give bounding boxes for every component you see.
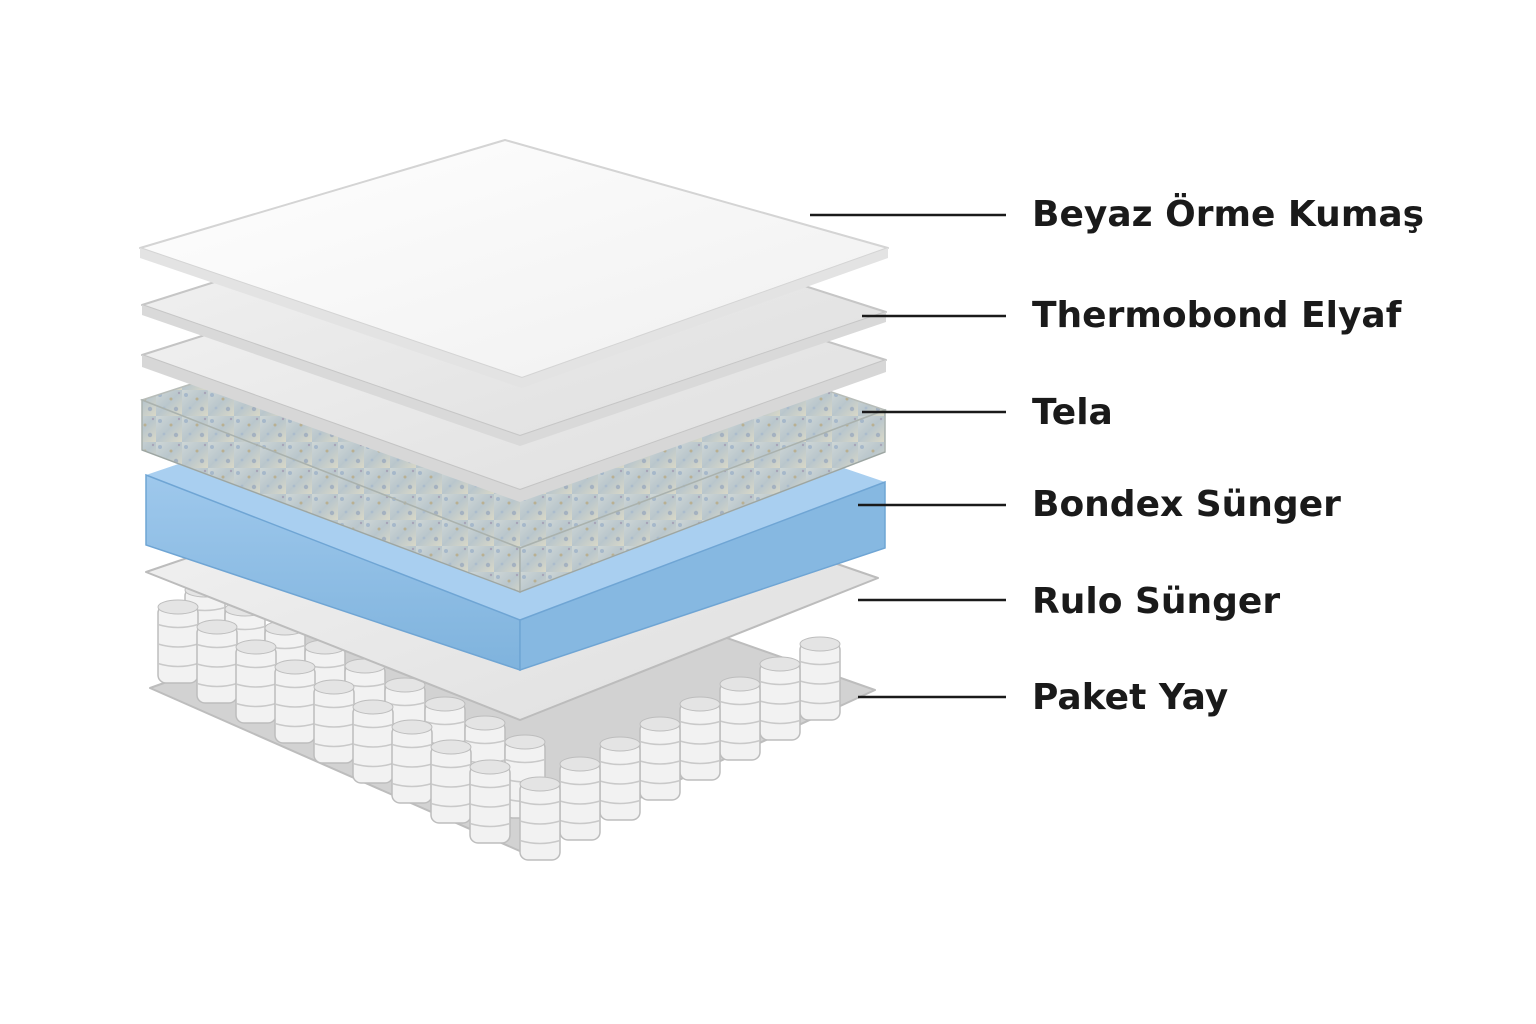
label-rulo-sunger: Rulo Sünger <box>1032 581 1280 622</box>
label-tela: Tela <box>1032 392 1113 433</box>
pocket-spring <box>519 776 561 861</box>
pocket-spring <box>391 719 433 804</box>
pocket-spring <box>679 696 721 781</box>
pocket-spring <box>799 636 841 721</box>
pocket-spring <box>639 716 681 801</box>
layer-labels: Beyaz Örme Kumaş Thermobond Elyaf Tela B… <box>1032 193 1424 718</box>
leader-lines <box>810 213 1006 699</box>
pocket-spring <box>157 599 199 684</box>
pocket-spring <box>235 639 277 724</box>
pocket-spring <box>313 679 355 764</box>
pocket-spring <box>469 759 511 844</box>
pocket-spring <box>274 659 316 744</box>
pocket-spring <box>352 699 394 784</box>
pocket-spring <box>719 676 761 761</box>
label-bondex-sunger: Bondex Sünger <box>1032 484 1341 525</box>
pocket-springs <box>157 582 841 861</box>
pocket-spring <box>759 656 801 741</box>
pocket-spring <box>430 739 472 824</box>
pocket-spring <box>599 736 641 821</box>
pocket-spring <box>559 756 601 841</box>
label-thermobond-elyaf: Thermobond Elyaf <box>1032 295 1402 336</box>
label-paket-yay: Paket Yay <box>1032 677 1228 718</box>
top-knit-fabric <box>139 139 889 388</box>
label-beyaz-orme-kumas: Beyaz Örme Kumaş <box>1032 193 1424 235</box>
pocket-spring <box>196 619 238 704</box>
